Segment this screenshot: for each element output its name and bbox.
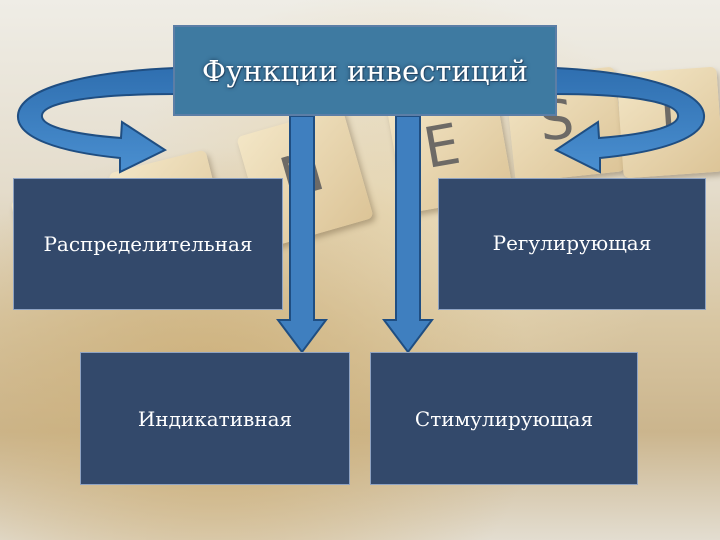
box-distributive: Распределительная bbox=[13, 178, 283, 310]
letter-tile-6: T bbox=[616, 67, 720, 179]
box-regulating-label: Регулирующая bbox=[493, 231, 652, 255]
box-distributive-label: Распределительная bbox=[43, 232, 252, 256]
tile-letter: E bbox=[419, 112, 465, 182]
box-stimulating-label: Стимулирующая bbox=[415, 407, 593, 431]
box-stimulating: Стимулирующая bbox=[370, 352, 638, 485]
box-regulating: Регулирующая bbox=[438, 178, 706, 310]
tile-letter: T bbox=[649, 83, 686, 148]
title-box: Функции инвестиций bbox=[173, 25, 557, 116]
box-indicative: Индикативная bbox=[80, 352, 350, 485]
box-indicative-label: Индикативная bbox=[138, 407, 292, 431]
diagram-title: Функции инвестиций bbox=[202, 54, 528, 88]
